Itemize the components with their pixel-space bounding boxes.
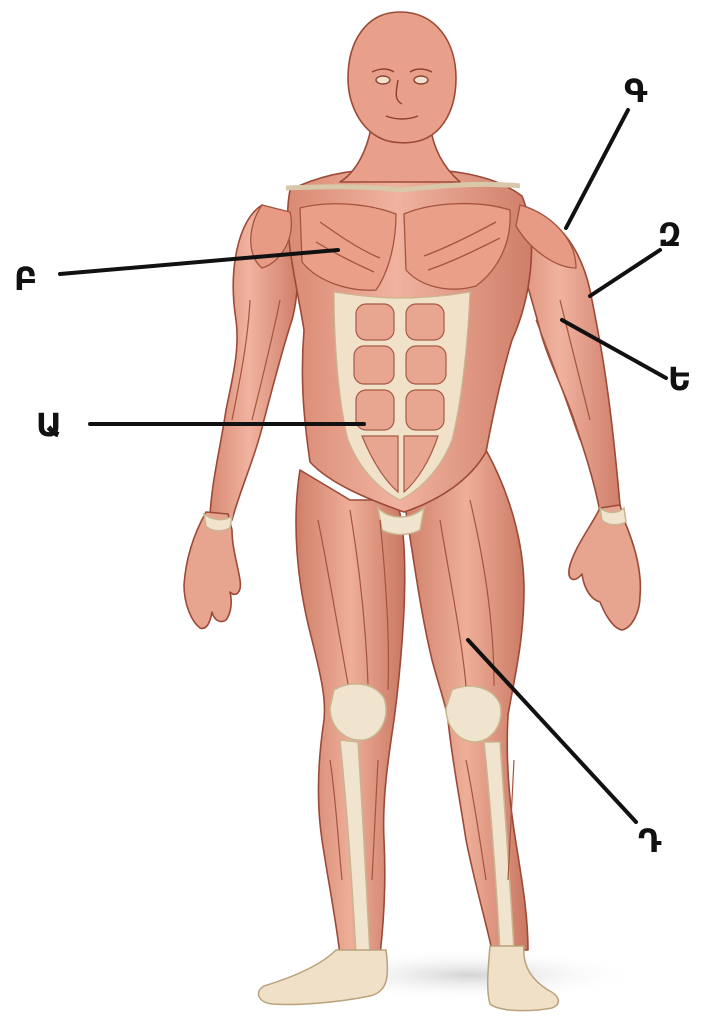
label-g: Գ: [624, 72, 648, 110]
leader-line-g: [566, 110, 628, 228]
left-foot: [258, 950, 387, 1005]
label-z: Զ: [658, 216, 681, 254]
leader-line-z: [590, 250, 660, 296]
right-hand: [569, 505, 640, 630]
label-d: Դ: [638, 822, 662, 860]
knees: [204, 508, 626, 955]
label-e: Ե: [668, 360, 691, 398]
label-b: Բ: [14, 260, 37, 298]
head: [348, 12, 456, 143]
label-a: Ա: [36, 406, 62, 444]
